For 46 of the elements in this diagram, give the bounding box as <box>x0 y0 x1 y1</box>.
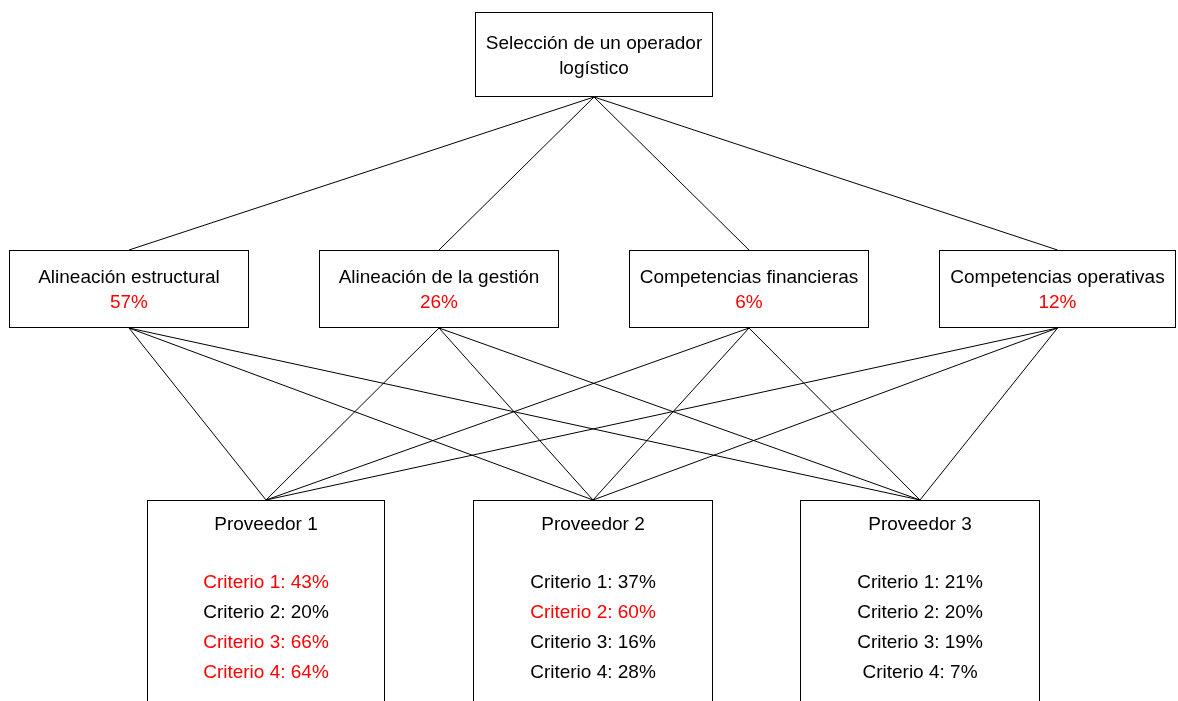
connector-line <box>438 327 594 501</box>
weight-percent: 26% <box>420 290 458 314</box>
supplier-title: Proveedor 2 <box>541 512 645 536</box>
criterion-score: Criterio 4: 28% <box>530 660 656 684</box>
connector-line <box>128 327 267 501</box>
criterion-score: Criterio 4: 64% <box>203 660 329 684</box>
supplier-title: Proveedor 3 <box>868 512 972 536</box>
connector-line <box>128 96 595 251</box>
supplier-box <box>147 500 385 701</box>
criterion-score: Criterio 3: 16% <box>530 630 656 654</box>
connector-line <box>128 327 594 501</box>
node-title: Competencias financieras <box>639 265 859 289</box>
criterion-score: Criterio 3: 19% <box>857 630 983 654</box>
connector-line <box>438 327 921 501</box>
criterion-score: Criterio 2: 20% <box>203 600 329 624</box>
criterion-score: Criterio 3: 66% <box>203 630 329 654</box>
connector-line <box>438 96 595 251</box>
criterion-score: Criterio 2: 60% <box>530 600 656 624</box>
node-title: Alineación estructural <box>38 265 220 289</box>
criterion-box <box>939 250 1176 328</box>
criterion-score: Criterio 1: 43% <box>203 570 329 594</box>
connector-line <box>593 96 750 251</box>
criterion-score: Criterio 4: 7% <box>862 660 978 684</box>
criterion-score: Criterio 1: 21% <box>857 570 983 594</box>
node-title: Competencias operativas <box>950 265 1165 289</box>
criterion-score: Criterio 2: 20% <box>857 600 983 624</box>
goal-box <box>475 12 713 97</box>
supplier-title: Proveedor 1 <box>214 512 318 536</box>
connector-line <box>592 327 750 501</box>
supplier-box <box>800 500 1040 701</box>
connector-line <box>592 327 1058 501</box>
connector-line <box>593 96 1058 251</box>
criterion-box <box>629 250 869 328</box>
weight-percent: 12% <box>1038 290 1077 314</box>
criterion-box <box>9 250 249 328</box>
weight-percent: 6% <box>735 290 763 314</box>
connector-line <box>265 327 440 501</box>
node-title: Alineación de la gestión <box>338 265 540 289</box>
node-title: Selección de un operador logístico <box>484 30 704 80</box>
criterion-box <box>319 250 559 328</box>
connector-line <box>748 327 921 501</box>
weight-percent: 57% <box>110 290 148 314</box>
connector-line <box>265 327 750 501</box>
connector-line <box>919 327 1058 501</box>
supplier-box <box>473 500 713 701</box>
criterion-score: Criterio 1: 37% <box>530 570 656 594</box>
